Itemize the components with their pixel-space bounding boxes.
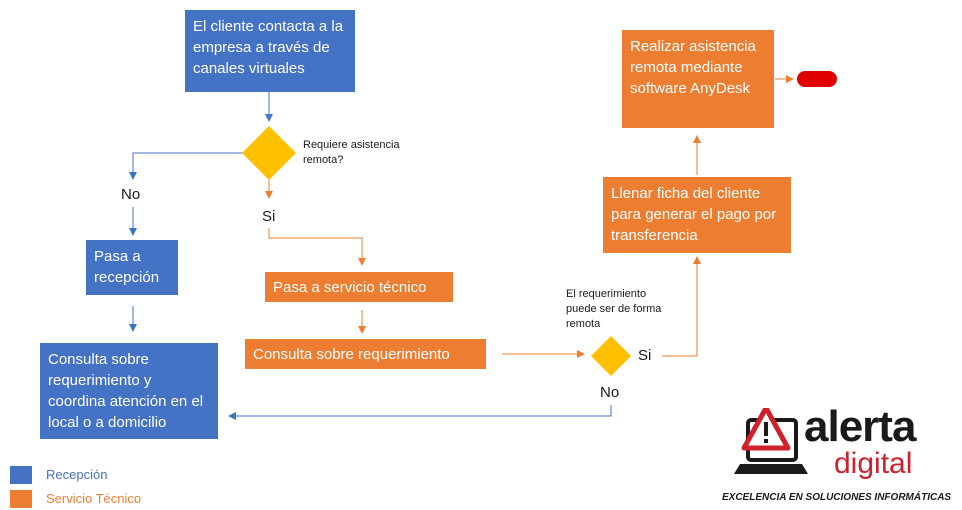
arrow-decision2-si <box>662 256 701 357</box>
arrow-decision2-no <box>228 405 612 420</box>
decision2-si-label: Si <box>638 347 652 364</box>
legend-swatch-reception <box>10 466 32 484</box>
arrow-decision-no <box>129 152 246 180</box>
node-client-contact: El cliente contacta a la empresa a travé… <box>185 10 355 92</box>
node-remote-assistance: Realizar asistencia remota mediante soft… <box>622 30 774 128</box>
decision2-question: El requerimiento puede ser de forma remo… <box>566 288 662 330</box>
decision1-no-label: No <box>121 186 141 203</box>
legend-swatch-tech <box>10 490 32 508</box>
logo-word-digital: digital <box>834 447 913 480</box>
node-reception: Pasa a recepción <box>86 240 178 295</box>
decision-diamond-remote <box>242 126 296 180</box>
node-consult-local: Consulta sobre requerimiento y coordina … <box>40 343 218 439</box>
laptop-warning-icon <box>734 408 808 474</box>
decision-diamond-remote-possible <box>591 336 631 376</box>
logo-word-alerta: alerta <box>804 402 916 451</box>
logo-tagline: EXCELENCIA EN SOLUCIONES INFORMÁTICAS <box>722 492 952 503</box>
alerta-digital-logo: alerta digital EXCELENCIA EN SOLUCIONES … <box>722 404 958 508</box>
node-fill-form: Llenar ficha del cliente para generar el… <box>603 177 791 253</box>
legend-label-tech: Servicio Técnico <box>46 491 142 506</box>
decision1-si-label: Si <box>262 208 276 225</box>
node-consult-requirement: Consulta sobre requerimiento <box>245 339 486 369</box>
decision1-question: Requiere asistencia remota? <box>303 139 400 166</box>
legend-label-reception: Recepción <box>46 467 108 482</box>
end-terminator <box>797 71 837 87</box>
arrow-si-to-tech <box>268 228 366 266</box>
decision2-no-label: No <box>600 384 620 401</box>
node-tech-service: Pasa a servicio técnico <box>265 272 453 302</box>
